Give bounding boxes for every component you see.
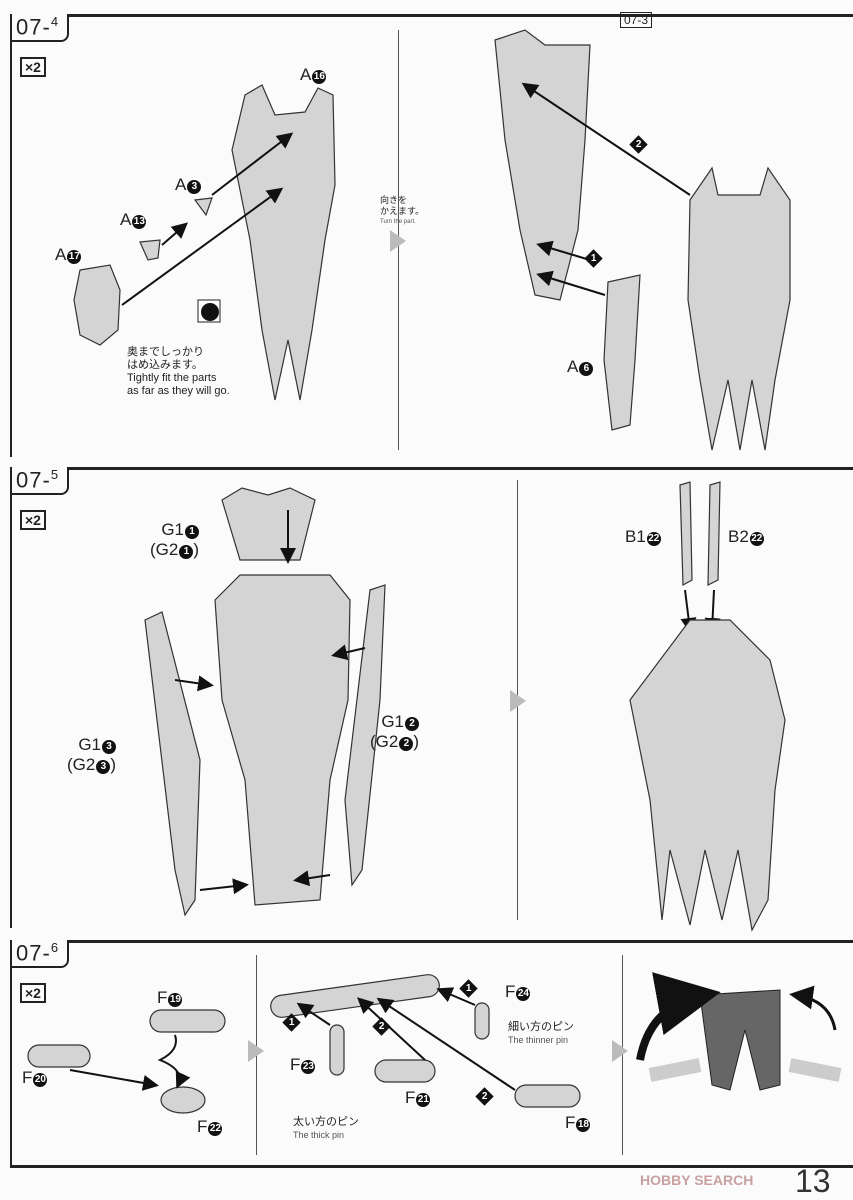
step-07-6-panel: 07-6 ×2: [10, 940, 853, 1168]
part-f18: [514, 1084, 581, 1108]
part-f20: [27, 1044, 91, 1068]
part-g1-1: [221, 487, 316, 561]
step-number: 07-6: [10, 940, 70, 969]
part-f21: [374, 1059, 436, 1083]
part-a3: [193, 197, 213, 217]
part-f24: [474, 1002, 490, 1040]
part-g1-3: [144, 611, 201, 917]
step-07-4-panel: 07-4 ×2: [10, 14, 853, 457]
part-07-3-body: [494, 29, 591, 301]
part-assembled-body: [629, 619, 786, 932]
part-assembled-a16: [687, 166, 791, 451]
step-07-5-panel: 07-5 ×2: [10, 467, 853, 928]
part-a16: [231, 84, 336, 401]
part-a17: [73, 264, 121, 346]
next-arrow-icon: [510, 690, 526, 712]
part-final-faded: [648, 1058, 842, 1082]
quantity-badge: ×2: [20, 510, 46, 530]
rotate-arrow-right-icon: [789, 985, 837, 1031]
part-a13: [139, 239, 161, 261]
part-b2: [707, 481, 721, 586]
next-arrow-icon: [248, 1040, 264, 1062]
part-main-body: [214, 574, 351, 906]
page-number: 13: [795, 1163, 831, 1199]
next-arrow-icon: [390, 230, 406, 252]
quantity-badge: ×2: [20, 983, 46, 1003]
part-g1-2: [344, 584, 386, 887]
step-number: 07-5: [10, 467, 70, 496]
turn-note: 向きをかえます。Turn the part.: [380, 195, 425, 225]
quantity-badge: ×2: [20, 57, 46, 77]
part-f23: [329, 1024, 345, 1076]
step-number: 07-4: [10, 14, 70, 43]
watermark: HOBBY SEARCH: [640, 1172, 754, 1188]
part-a6: [603, 274, 641, 431]
part-b1: [679, 481, 693, 587]
ref-step-badge: 07-3: [620, 12, 653, 28]
part-f19: [149, 1009, 226, 1033]
next-arrow-icon: [612, 1040, 628, 1062]
rotate-arrow-left-icon: [636, 972, 721, 1061]
